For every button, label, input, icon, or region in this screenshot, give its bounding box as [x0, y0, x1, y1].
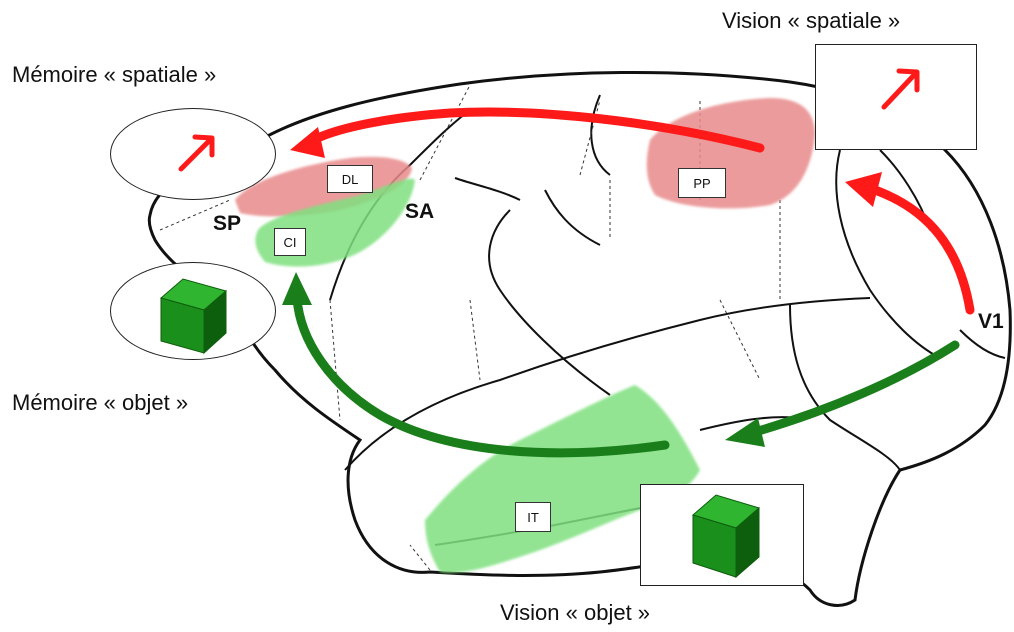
spatial-pathway — [290, 107, 975, 315]
ci-area-label: CI — [274, 228, 306, 256]
vision-objet-label: Vision « objet » — [500, 600, 651, 625]
it-area-label: IT — [515, 502, 551, 532]
spatial-arrowhead-2 — [290, 127, 325, 158]
sp-label: SP — [213, 212, 242, 235]
red-diagonal-arrow-icon — [881, 68, 920, 110]
v1-label: V1 — [978, 310, 1004, 333]
spatial-memory-oval — [110, 108, 276, 200]
pp-area-label: PP — [678, 168, 726, 198]
object-vision-inset — [640, 484, 804, 586]
red-diagonal-arrow-icon — [178, 134, 215, 172]
green-cube-icon — [691, 494, 761, 579]
object-pathway — [282, 272, 960, 458]
green-cube-icon — [159, 278, 228, 355]
object-memory-oval — [110, 262, 276, 360]
spatial-vision-inset — [815, 44, 977, 150]
memoire-spatiale-label: Mémoire « spatiale » — [12, 62, 217, 87]
sa-label: SA — [405, 200, 435, 223]
object-arrowhead-2 — [282, 272, 312, 305]
dl-area-label: DL — [327, 165, 373, 193]
spatial-arrowhead-1 — [845, 172, 882, 207]
it-region — [425, 385, 700, 573]
memoire-objet-label: Mémoire « objet » — [12, 390, 189, 415]
vision-spatiale-label: Vision « spatiale » — [722, 8, 901, 33]
object-arrowhead-1 — [725, 418, 765, 447]
